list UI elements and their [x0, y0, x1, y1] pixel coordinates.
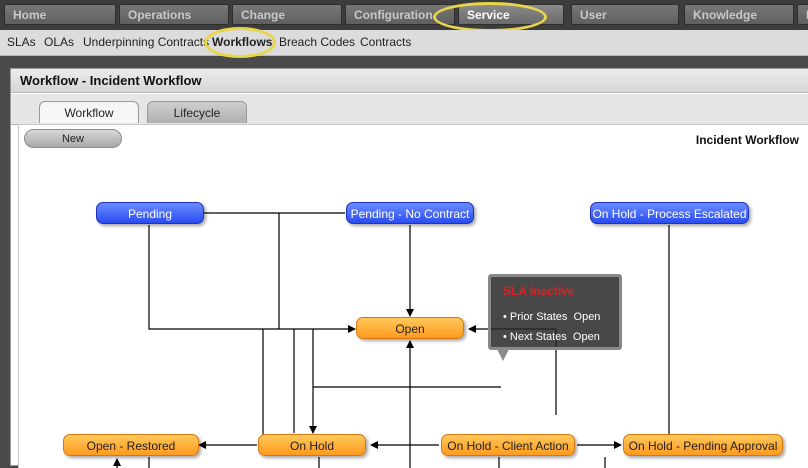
node-pending-no-contract[interactable]: Pending - No Contract: [346, 202, 474, 224]
subnav-contracts[interactable]: Contracts: [360, 35, 412, 49]
nav-tab-operations[interactable]: Operations: [119, 4, 229, 25]
tooltip-prior-label: Prior States: [509, 311, 568, 323]
nav-tab-home[interactable]: Home: [4, 4, 116, 25]
nav-tab-overflow[interactable]: R: [797, 4, 808, 25]
workflow-title: Incident Workflow: [695, 133, 799, 147]
subnav-underpinning-contracts[interactable]: Underpinning Contracts: [83, 35, 210, 49]
workflow-panel: Workflow - Incident Workflow Workflow Li…: [10, 68, 808, 468]
panel-title: Workflow - Incident Workflow: [11, 69, 808, 93]
top-navigation: Home Operations Change Configuration Ser…: [0, 0, 808, 30]
workflow-edges: [113, 212, 670, 468]
sla-tooltip: SLA Inactive • Prior States Open • Next …: [488, 274, 622, 361]
bullet-icon: •: [503, 311, 507, 323]
node-open[interactable]: Open: [356, 317, 464, 339]
node-on-hold-client-action[interactable]: On Hold - Client Action: [441, 434, 575, 456]
tooltip-title: SLA Inactive: [503, 284, 575, 298]
node-open-restored[interactable]: Open - Restored: [63, 434, 199, 456]
new-button[interactable]: New: [24, 129, 122, 148]
panel-tab-strip: Workflow Lifecycle: [11, 94, 808, 125]
tooltip-next-states: • Next States Open: [503, 331, 600, 343]
tooltip-next-value: Open: [572, 331, 600, 343]
nav-tab-change[interactable]: Change: [232, 4, 342, 25]
edge-pending-to-open: [148, 225, 356, 333]
tab-lifecycle[interactable]: Lifecycle: [147, 101, 247, 123]
node-pending[interactable]: Pending: [96, 202, 204, 224]
subnav-olas[interactable]: OLAs: [44, 35, 75, 49]
subnav-slas[interactable]: SLAs: [7, 35, 36, 49]
node-on-hold[interactable]: On Hold: [258, 434, 366, 456]
nav-tab-service[interactable]: Service: [458, 4, 564, 25]
tooltip-prior-states: • Prior States Open: [503, 311, 600, 323]
nav-tab-configuration[interactable]: Configuration: [345, 4, 455, 25]
subnav-workflows[interactable]: Workflows: [212, 35, 273, 49]
node-on-hold-pending-approval[interactable]: On Hold - Pending Approval: [623, 434, 783, 456]
nav-tab-knowledge[interactable]: Knowledge: [684, 4, 794, 25]
tooltip-prior-value: Open: [573, 311, 601, 323]
nav-tab-user[interactable]: User: [571, 4, 679, 25]
tab-workflow[interactable]: Workflow: [39, 101, 139, 123]
sub-navigation: SLAs OLAs Underpinning Contracts Workflo…: [0, 30, 808, 56]
subnav-breach-codes[interactable]: Breach Codes: [279, 35, 356, 49]
bullet-icon: •: [503, 331, 507, 343]
tooltip-pointer: [497, 349, 509, 361]
workflow-canvas: New Incident Workflow: [18, 124, 808, 468]
node-on-hold-process-escalated[interactable]: On Hold - Process Escalated: [590, 202, 749, 224]
tooltip-next-label: Next States: [509, 331, 567, 343]
